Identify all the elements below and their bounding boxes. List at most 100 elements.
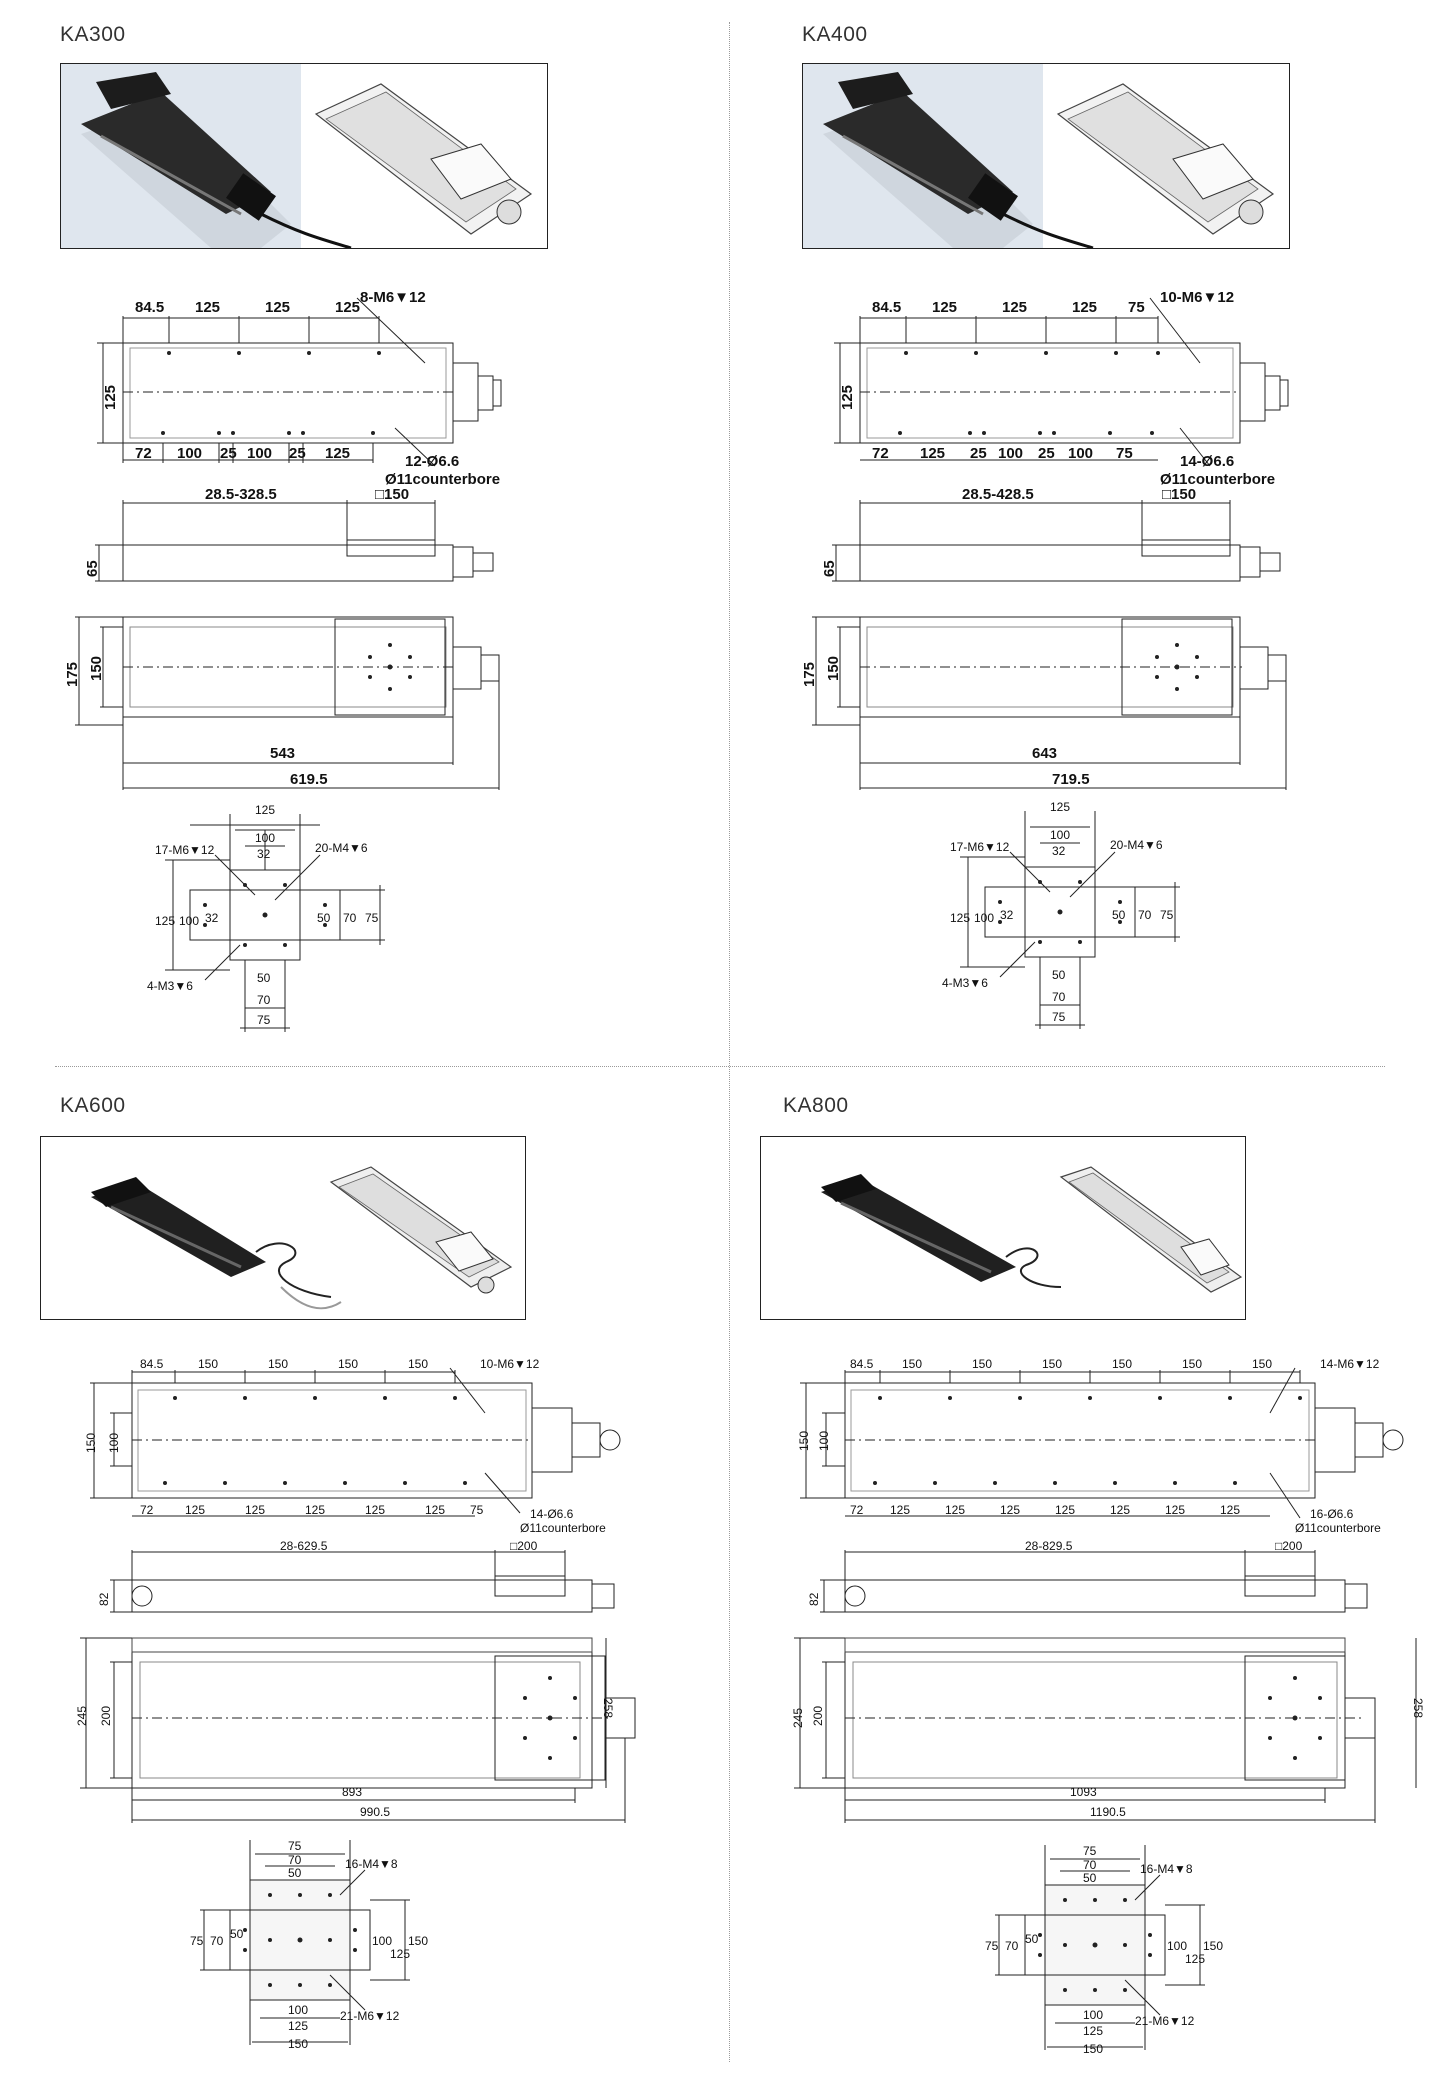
dim-inner-width: 150	[825, 656, 842, 681]
dim-top-3: 150	[268, 1358, 288, 1371]
dim-bottom-1: 72	[850, 1503, 864, 1517]
dim-bottom-6: 125	[425, 1503, 445, 1517]
dim-top-2: 125	[932, 299, 957, 316]
dim-plate-bottom-1: 100	[1083, 2008, 1103, 2022]
dim-top-5: 150	[1112, 1358, 1132, 1371]
dim-plate-bottom-3: 150	[1083, 2042, 1103, 2055]
dim-carriage: □200	[510, 1540, 538, 1553]
dim-outer-width: 245	[791, 1708, 805, 1728]
dim-plate-left-2: 70	[1005, 1939, 1019, 1953]
dim-plate-right-3: 150	[408, 1934, 428, 1948]
top-view-drawing-ka600: 84.5 150 150 150 150 10-M6▼12 150 100 72…	[84, 1358, 621, 1535]
dim-top-1: 84.5	[850, 1358, 874, 1371]
callout-tapped-holes: 14-M6▼12	[1320, 1358, 1380, 1371]
top-view-drawing-ka400: 84.5 125 125 125 75 10-M6▼12 125 72 125 …	[834, 289, 1289, 488]
dim-height: 125	[102, 385, 119, 410]
dim-carriage: □150	[1162, 486, 1196, 503]
dim-top-3: 150	[972, 1358, 992, 1371]
dim-plate-bottom-3: 75	[1052, 1010, 1066, 1024]
dim-plate-top-3: 50	[1083, 1871, 1097, 1885]
dim-inner-height: 100	[817, 1431, 831, 1451]
callout-plate-a: 16-M4▼8	[1140, 1862, 1193, 1876]
plan-view-right-dim-ka800: 258	[1411, 1638, 1425, 1788]
dim-overall-length: 719.5	[1052, 771, 1090, 788]
callout-plate-a: 16-M4▼8	[345, 1857, 398, 1871]
dim-plate-right-1: 50	[317, 911, 331, 925]
dim-bottom-6: 125	[1110, 1503, 1130, 1517]
callout-plate-c: 4-M3▼6	[147, 979, 193, 993]
dim-overall-length: 1190.5	[1090, 1805, 1126, 1819]
dim-plate-bottom-3: 75	[257, 1013, 271, 1027]
dim-plate-top-3: 32	[1052, 844, 1066, 858]
dim-right-height: 258	[1411, 1698, 1425, 1718]
dim-bottom-4: 125	[1000, 1503, 1020, 1517]
dim-plate-right-3: 150	[1203, 1939, 1223, 1953]
dim-plate-left-1: 125	[155, 914, 175, 928]
carriage-plate-drawing-ka300: 125 100 32 17-M6▼12 20-M4▼6 4-M3▼6 125 1…	[147, 803, 385, 1032]
model-title-ka400: KA400	[802, 23, 868, 46]
callout-through-holes: 14-Ø6.6	[1180, 453, 1234, 470]
dim-top-4: 125	[335, 299, 360, 316]
dim-plate-bottom-1: 50	[1052, 968, 1066, 982]
dim-top-1: 84.5	[140, 1358, 164, 1371]
dim-bottom-7: 75	[470, 1503, 484, 1517]
dim-bottom-7: 125	[1165, 1503, 1185, 1517]
dim-plate-bottom-2: 70	[1052, 990, 1066, 1004]
dim-top-3: 125	[1002, 299, 1027, 316]
dim-plate-top-2: 70	[288, 1853, 302, 1867]
dim-carriage: □200	[1275, 1540, 1303, 1553]
dim-stroke: 28-829.5	[1025, 1540, 1073, 1553]
product-photo-frame-ka300	[60, 63, 548, 249]
dim-plate-left-2: 100	[179, 914, 199, 928]
dim-plate-bottom-2: 125	[1083, 2024, 1103, 2038]
dim-top-4: 150	[1042, 1358, 1062, 1371]
dim-body-length: 893	[342, 1785, 362, 1799]
carriage-plate-drawing-ka600: 75 70 50 16-M4▼8 21-M6▼12 75 70 50 100 1…	[190, 1840, 428, 2050]
dim-plate-left-2: 70	[210, 1934, 224, 1948]
side-view-drawing-ka800: 28-829.5 □200 82	[807, 1540, 1368, 1613]
dim-plate-left-3: 32	[1000, 908, 1014, 922]
dim-top-4: 125	[1072, 299, 1097, 316]
dim-outer-width: 175	[801, 662, 818, 687]
dim-outer-width: 175	[64, 662, 81, 687]
callout-counterbore: Ø11counterbore	[385, 471, 500, 488]
dim-bottom-2: 125	[890, 1503, 910, 1517]
dim-bottom-3: 125	[945, 1503, 965, 1517]
dim-top-1: 84.5	[135, 299, 164, 316]
product-photo-white	[314, 83, 533, 235]
dim-plate-left-1: 75	[190, 1934, 204, 1948]
horizontal-divider	[55, 1066, 1385, 1067]
callout-through-holes: 16-Ø6.6	[1310, 1507, 1354, 1521]
dim-stroke: 28.5-428.5	[962, 486, 1034, 503]
callout-counterbore: Ø11counterbore	[1160, 471, 1275, 488]
dim-plate-right-2: 70	[343, 911, 357, 925]
dim-side-height: 65	[821, 560, 838, 577]
dim-bottom-8: 125	[1220, 1503, 1240, 1517]
dim-height: 150	[84, 1433, 98, 1453]
dim-bottom-2: 125	[920, 445, 945, 462]
side-view-drawing-ka400: 28.5-428.5 □150 65	[821, 486, 1281, 582]
product-photo-frame-ka400	[802, 63, 1290, 249]
dim-plate-top-1: 75	[1083, 1845, 1097, 1858]
dim-overall-length: 990.5	[360, 1805, 390, 1819]
dim-top-2: 150	[198, 1358, 218, 1371]
dim-plate-right-1: 100	[372, 1934, 392, 1948]
dim-plate-top-1: 125	[255, 803, 275, 817]
top-view-drawing-ka800: 84.5 150 150 150 150 150 150 14-M6▼12 15…	[797, 1358, 1404, 1535]
dim-height: 150	[797, 1431, 811, 1451]
product-photo-white	[329, 1166, 513, 1294]
side-view-drawing-ka300: 28.5-328.5 □150 65	[84, 486, 494, 582]
dim-inner-width: 200	[811, 1706, 825, 1726]
dim-top-7: 150	[1252, 1358, 1272, 1371]
dim-plate-top-2: 100	[1050, 828, 1070, 842]
dim-plate-right-1: 50	[1112, 908, 1126, 922]
dim-plate-bottom-1: 100	[288, 2003, 308, 2017]
dim-bottom-4: 100	[247, 445, 272, 462]
plan-view-right-dim-ka600: 258	[601, 1638, 615, 1788]
callout-plate-b: 21-M6▼12	[340, 2009, 400, 2023]
callout-plate-c: 4-M3▼6	[942, 976, 988, 990]
dim-side-height: 82	[807, 1592, 821, 1606]
dim-plate-top-1: 125	[1050, 800, 1070, 814]
dim-body-length: 543	[270, 745, 295, 762]
dim-top-3: 125	[265, 299, 290, 316]
